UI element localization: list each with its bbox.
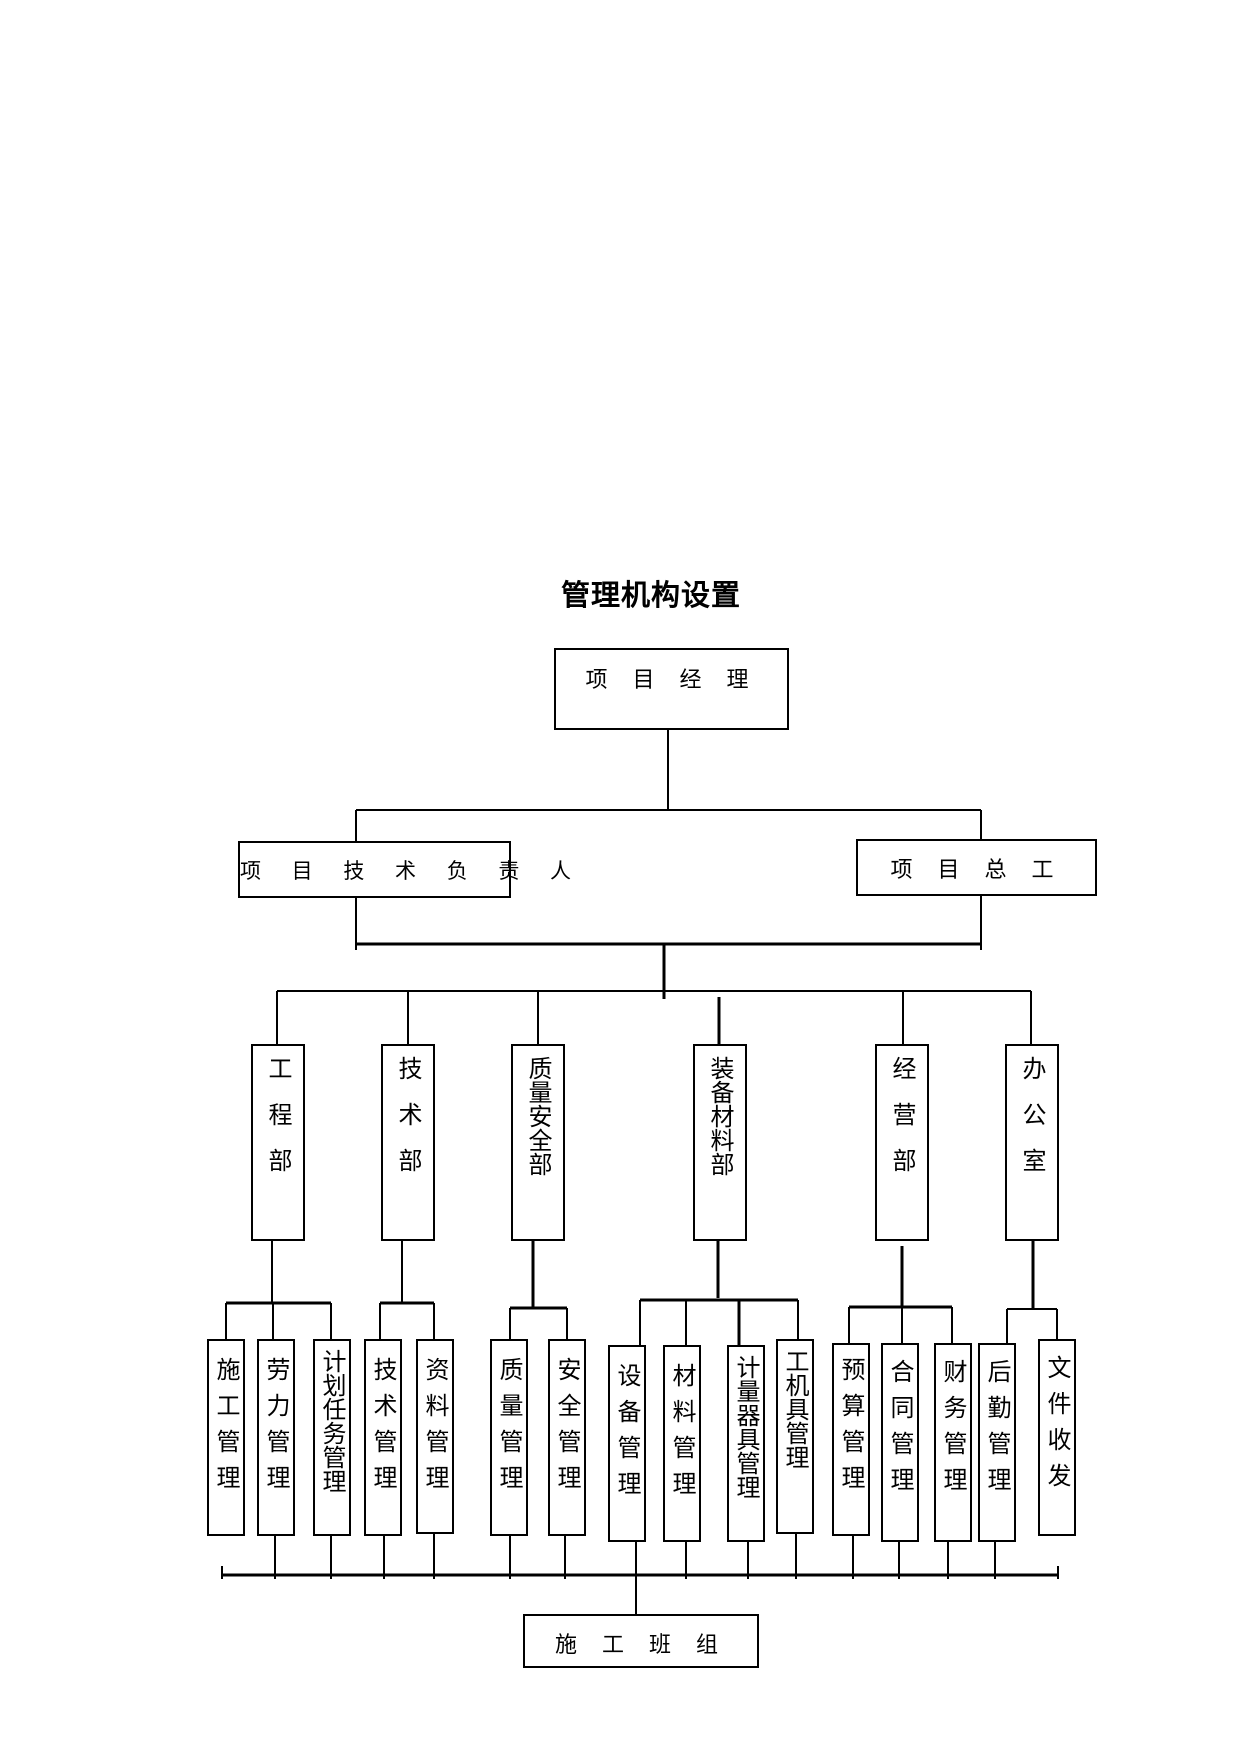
- node-sub-safety-mgmt: 安全管理: [548, 1339, 586, 1536]
- node-sub-labor-mgmt: 劳力管理: [257, 1339, 295, 1536]
- node-project-manager: 项 目 经 理: [554, 648, 789, 730]
- node-dept-quality-safety: 质量安全部: [511, 1044, 565, 1241]
- node-sub-equipment-mgmt: 设备管理: [608, 1345, 646, 1542]
- node-sub-contract-mgmt: 合同管理: [881, 1343, 919, 1542]
- node-project-tech-lead: 项 目 技 术 负 责 人: [238, 841, 571, 898]
- node-sub-plan-task-mgmt: 计划任务管理: [313, 1339, 351, 1536]
- page-title: 管理机构设置: [560, 578, 741, 612]
- node-sub-tools-mgmt: 工机具管理: [776, 1339, 814, 1534]
- node-dept-business: 经营部: [875, 1044, 929, 1241]
- node-dept-equipment-materials: 装备材料部: [693, 1044, 747, 1241]
- node-sub-logistics-mgmt: 后勤管理: [978, 1343, 1016, 1542]
- node-sub-budget-mgmt: 预算管理: [832, 1343, 870, 1536]
- node-sub-file-receive-send: 文件收发: [1038, 1339, 1076, 1536]
- node-dept-engineering: 工程部: [251, 1044, 305, 1241]
- node-dept-office: 办公室: [1005, 1044, 1059, 1241]
- node-sub-finance-mgmt: 财务管理: [934, 1343, 972, 1542]
- node-project-chief-engineer: 项 目 总 工: [856, 839, 1097, 896]
- node-dept-technical: 技术部: [381, 1044, 435, 1241]
- node-sub-tech-mgmt: 技术管理: [364, 1339, 402, 1536]
- node-sub-document-mgmt: 资料管理: [416, 1339, 454, 1534]
- node-sub-construction-mgmt: 施工管理: [207, 1339, 245, 1536]
- node-sub-material-mgmt: 材料管理: [663, 1345, 701, 1542]
- node-sub-measuring-tools-mgmt: 计量器具管理: [727, 1345, 765, 1542]
- node-work-teams: 施 工 班 组: [523, 1614, 759, 1668]
- node-sub-quality-mgmt: 质量管理: [490, 1339, 528, 1536]
